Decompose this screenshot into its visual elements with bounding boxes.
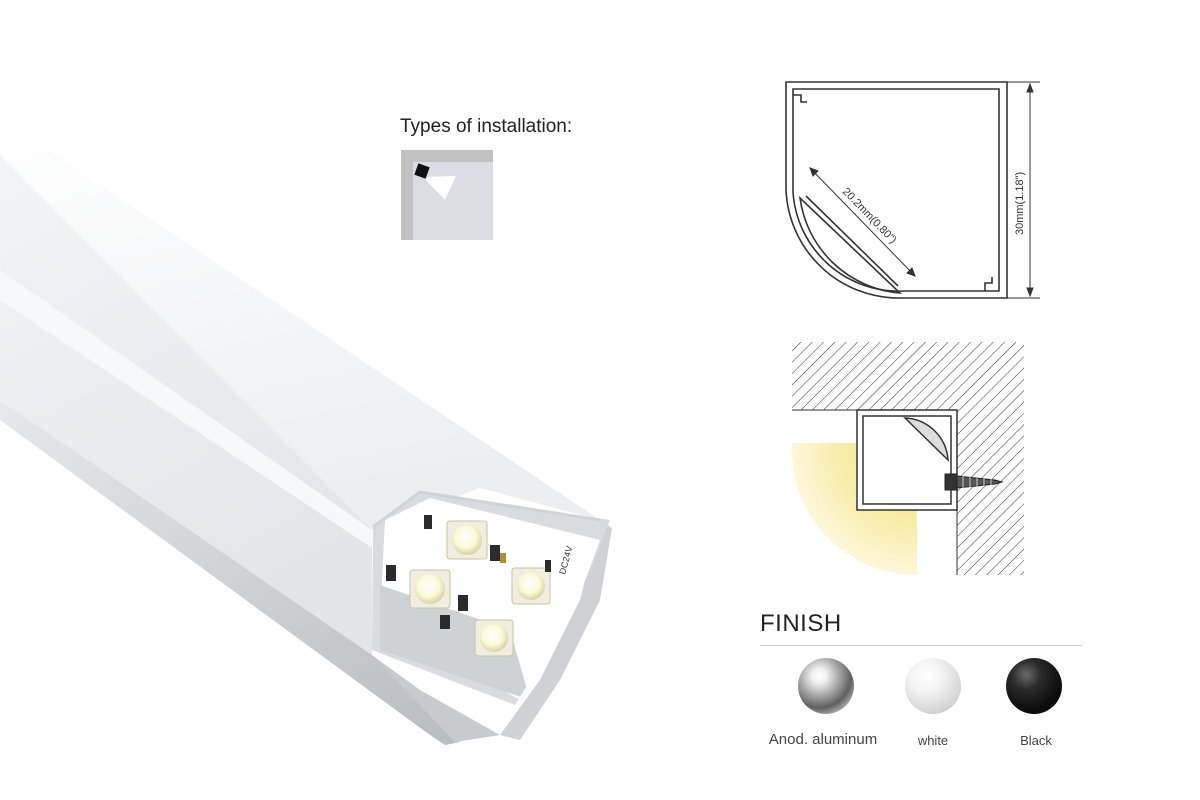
profile-cross-section-drawing: 20.2mm(0.80") 30mm(1.18") bbox=[785, 81, 1040, 299]
finish-label-white: white bbox=[917, 733, 949, 748]
led-profile-product-image: DC24V bbox=[0, 118, 612, 745]
installation-title: Types of installation: bbox=[400, 116, 573, 137]
finish-divider bbox=[760, 645, 1082, 646]
finish-swatch-white bbox=[905, 658, 961, 714]
finish-swatch-anod-aluminum bbox=[798, 658, 854, 714]
finish-swatch-black bbox=[1006, 658, 1062, 714]
finish-label-black: Black bbox=[1020, 733, 1052, 748]
corner-mounting-diagram bbox=[791, 342, 1024, 576]
finish-label-anod-aluminum: Anod. aluminum bbox=[768, 731, 878, 748]
height-dimension-label: 30mm(1.18") bbox=[1014, 172, 1026, 235]
finish-title: FINISH bbox=[760, 610, 842, 637]
corner-mount-icon bbox=[401, 150, 493, 240]
